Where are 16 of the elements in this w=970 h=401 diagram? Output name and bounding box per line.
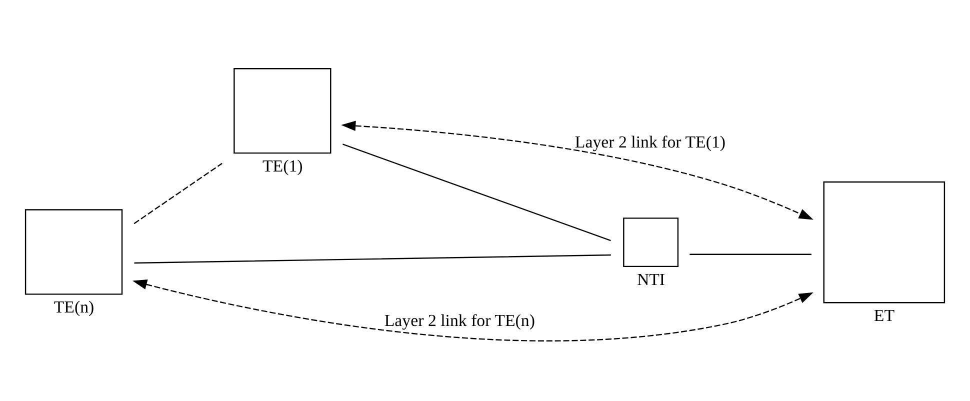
node-box — [234, 68, 332, 154]
arrow — [341, 120, 814, 220]
edge-label: Layer 2 link for TE(n) — [384, 310, 535, 330]
node-label: TE(1) — [262, 156, 303, 175]
node-box — [623, 217, 679, 267]
node-label: NTI — [636, 269, 666, 288]
node-label: TE(n) — [54, 297, 94, 316]
connector — [690, 253, 812, 254]
connector — [134, 254, 611, 264]
node-box — [24, 208, 123, 294]
node-box — [823, 180, 946, 303]
arrow — [132, 279, 814, 341]
connector — [134, 162, 222, 224]
node-label: ET — [874, 305, 895, 324]
edge-label: Layer 2 link for TE(1) — [574, 132, 726, 151]
connector — [342, 143, 611, 241]
